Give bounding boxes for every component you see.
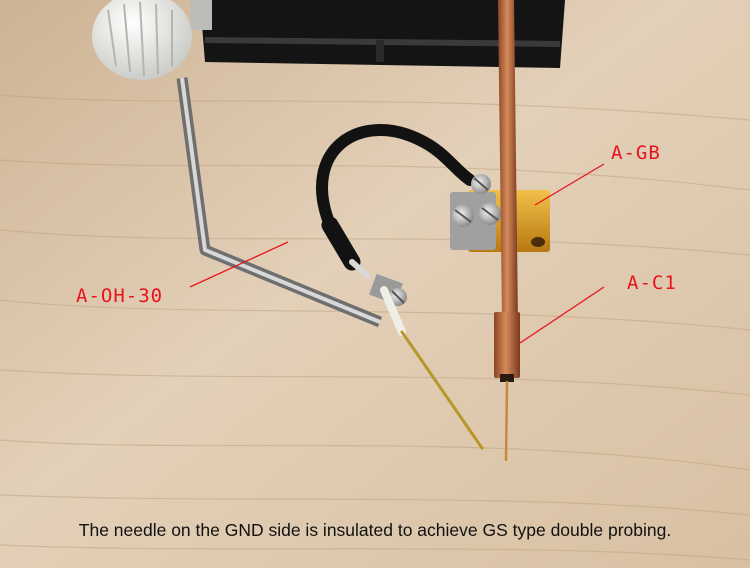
stage-block <box>200 0 565 68</box>
label-probe: A-C1 <box>627 272 677 294</box>
leader-lines <box>189 163 605 344</box>
signal-needle <box>504 380 509 462</box>
copper-rod <box>498 0 518 320</box>
label-block: A-GB <box>611 142 661 164</box>
insulation-sleeve <box>380 286 406 336</box>
probe-sleeve <box>494 312 520 378</box>
label-holder: A-OH-30 <box>76 285 164 307</box>
knob-ridges <box>107 1 173 77</box>
coax-cable <box>316 124 476 231</box>
caption: The needle on the GND side is insulated … <box>78 520 672 540</box>
gnd-needle <box>400 330 484 450</box>
